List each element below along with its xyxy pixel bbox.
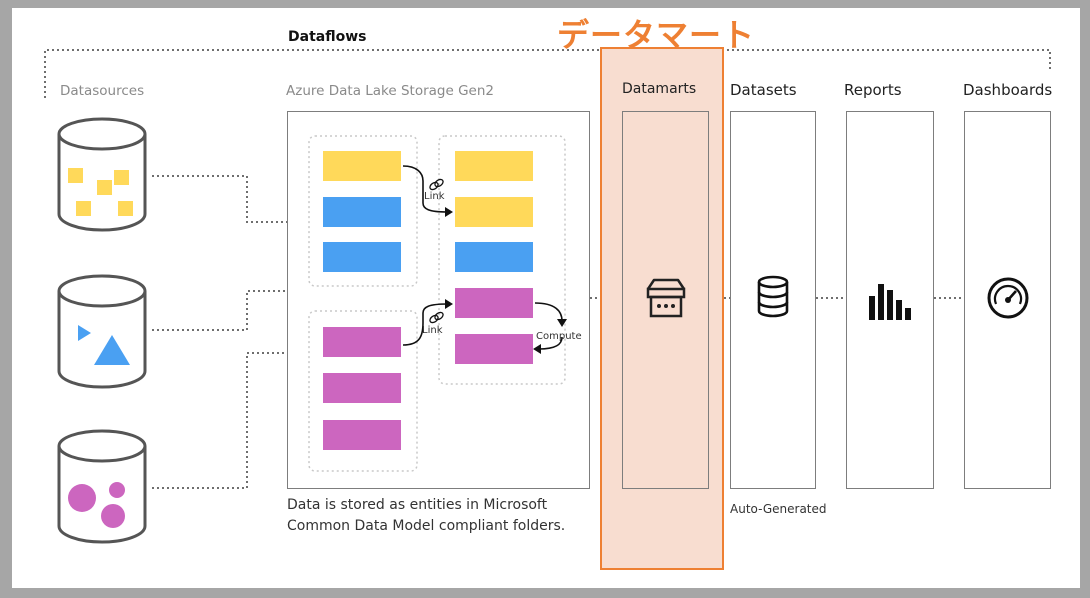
entity-bar <box>323 327 401 357</box>
entity-bar <box>455 151 533 181</box>
datamart-highlight <box>600 47 724 570</box>
link-label-1: Link <box>424 191 445 202</box>
datasources-title: Datasources <box>60 83 145 99</box>
storage-note-line-2: Common Data Model compliant folders. <box>287 518 566 534</box>
datamarts-title: Datamarts <box>622 81 697 97</box>
entity-bar <box>455 334 533 364</box>
entity-bar <box>455 197 533 227</box>
dataflows-title: Dataflows <box>288 29 367 45</box>
datasets-panel <box>730 111 816 489</box>
entity-bar <box>455 288 533 318</box>
entity-bar <box>323 420 401 450</box>
entity-bar <box>323 197 401 227</box>
entity-bar <box>455 242 533 272</box>
datasource-3-icon <box>57 429 147 544</box>
diagram-canvas: Dataflows データマート Datasources Azure Data … <box>12 8 1080 588</box>
datamart-store-icon <box>646 278 686 318</box>
dashboards-title: Dashboards <box>963 81 1053 99</box>
gauge-icon <box>987 277 1029 319</box>
entity-groups <box>308 135 567 472</box>
datasource-1-icon <box>57 117 147 232</box>
entity-bar <box>323 242 401 272</box>
entity-bar <box>323 151 401 181</box>
datamarts-panel <box>622 111 709 489</box>
storage-note-line-1: Data is stored as entities in Microsoft <box>287 497 548 513</box>
reports-title: Reports <box>844 81 902 99</box>
link-label-2: Link <box>422 325 443 336</box>
datasets-title: Datasets <box>730 81 797 99</box>
compute-label: Compute <box>536 331 582 342</box>
storage-title: Azure Data Lake Storage Gen2 <box>286 83 495 99</box>
auto-generated-label: Auto-Generated <box>730 502 827 516</box>
datasource-2-icon <box>57 274 147 389</box>
database-icon <box>757 275 789 318</box>
bar-chart-icon <box>869 284 911 320</box>
entity-bar <box>323 373 401 403</box>
datamart-jp-title: データマート <box>557 16 756 54</box>
